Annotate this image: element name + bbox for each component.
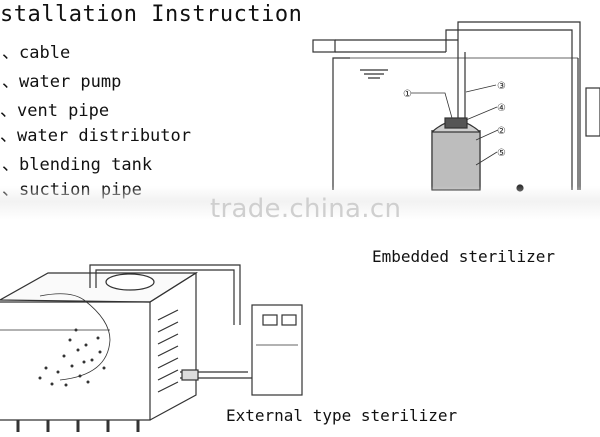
- list-item-cable: 、cable: [2, 43, 71, 63]
- blur-band: [0, 186, 600, 220]
- external-sterilizer-diagram: [0, 264, 303, 432]
- watermark-text: trade.china.cn: [210, 194, 402, 224]
- callout-3: ③: [497, 81, 506, 92]
- caption-external-sterilizer: External type sterilizer: [226, 406, 458, 425]
- callout-1: ①: [403, 89, 412, 100]
- list-item-blending-tank: 、blending tank: [2, 155, 153, 175]
- bubble-particles: [38, 328, 106, 387]
- callout-4: ④: [497, 103, 506, 114]
- caption-embedded-sterilizer: Embedded sterilizer: [372, 247, 556, 266]
- list-item-vent-pipe: 、vent pipe: [0, 101, 110, 121]
- instruction-title: stallation Instruction: [0, 2, 303, 27]
- list-item-water-pump: 、water pump: [2, 72, 122, 92]
- embedded-sterilizer-diagram: [312, 21, 600, 192]
- list-item-water-distributor: 、water distributor: [0, 126, 191, 146]
- callout-5: ⑤: [497, 148, 506, 159]
- callout-2: ②: [497, 126, 506, 137]
